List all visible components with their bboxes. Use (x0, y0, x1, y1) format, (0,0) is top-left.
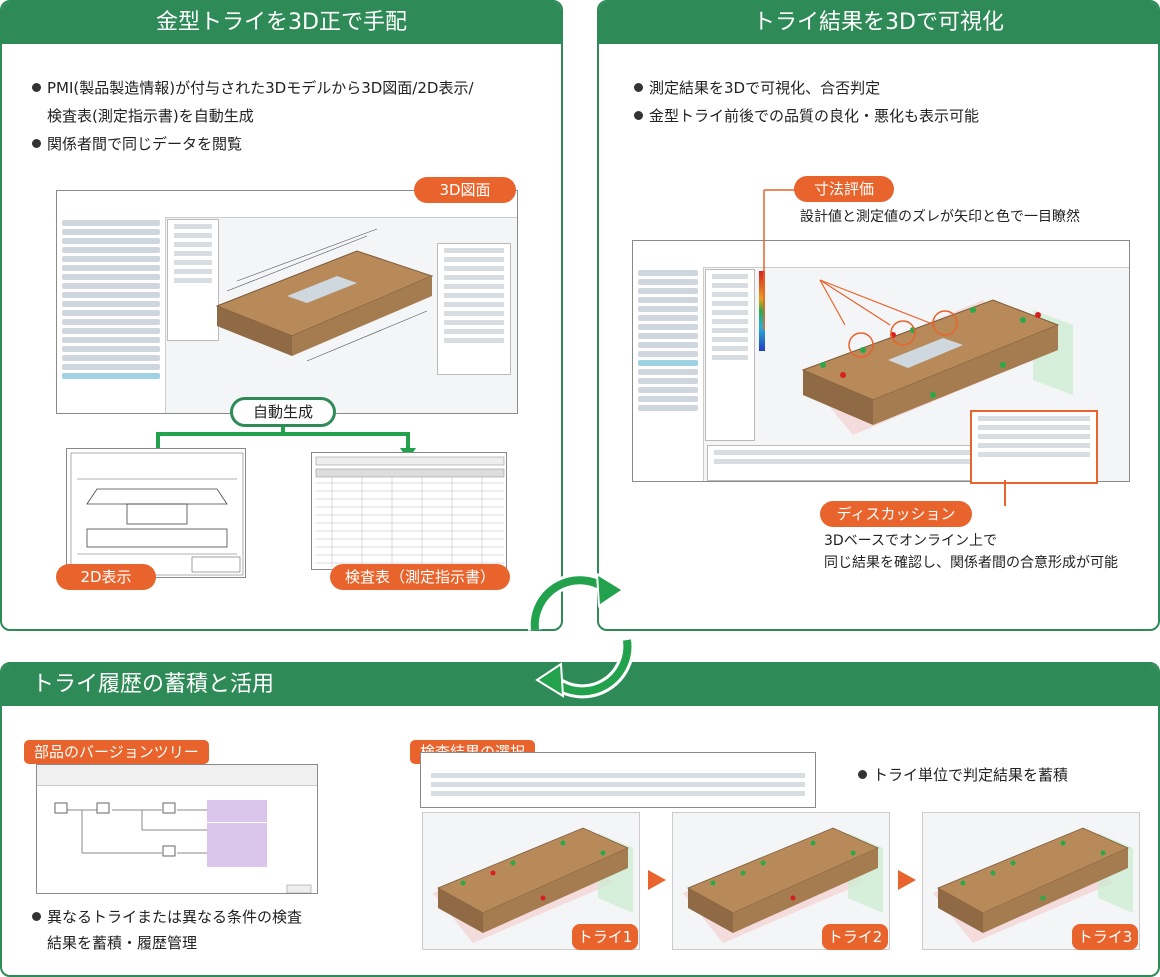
viewer-tree (633, 267, 704, 481)
bottom-right-bullet: トライ単位で判定結果を蓄積 (858, 763, 1068, 787)
viewer-ribbon (633, 241, 1129, 268)
drawing-2d (66, 448, 246, 578)
version-tree-header (37, 765, 317, 786)
inspection-sheet-grid (315, 456, 505, 567)
left-bullet-1b: 検査表(測定指示書)を自動生成 (47, 107, 254, 125)
bullet-dot-icon (32, 139, 41, 148)
try-1-model (433, 827, 633, 943)
tag-version-tree: 部品のバージョンツリー (24, 740, 209, 764)
part-model-measured (801, 299, 1073, 435)
tag-try-1: トライ1 (572, 924, 638, 950)
discussion-connector (1004, 480, 1006, 506)
tag-dimension-eval: 寸法評価 (794, 176, 894, 202)
bullet-dot-icon (858, 770, 867, 779)
result-select-window (420, 752, 816, 808)
color-scale-bar (759, 271, 765, 351)
viewer-3d-drawing (56, 190, 518, 414)
viewer-filter-panel (167, 219, 219, 341)
bottom-left-bullet-2: 結果を蓄積・履歴管理 (47, 934, 198, 952)
right-bullet-1: 測定結果を3Dで可視化、合否判定 (634, 76, 880, 100)
arrow-right-icon (898, 870, 916, 890)
try-3-model (933, 827, 1133, 943)
tag-discussion: ディスカッション (820, 501, 972, 527)
discussion-note-1: 3Dベースでオンライン上で (824, 533, 997, 549)
panel-bottom-title: トライ履歴の蓄積と活用 (2, 664, 1158, 706)
viewer-property-panel (437, 243, 511, 375)
arrow-right-icon (648, 870, 666, 890)
drawing-2d-lines (70, 452, 244, 576)
panel-left-title: 金型トライを3D正で手配 (2, 2, 561, 44)
panel-right-title: トライ結果を3Dで可視化 (599, 2, 1158, 44)
right-bullet-2: 金型トライ前後での品質の良化・悪化も表示可能 (634, 104, 979, 128)
bullet-dot-icon (32, 83, 41, 92)
tag-auto-generate: 自動生成 (230, 397, 336, 427)
tag-try-3: トライ3 (1072, 924, 1138, 950)
callout-lines (763, 189, 936, 330)
viewer-filter-panel (705, 269, 755, 441)
try-image-1 (422, 812, 640, 950)
tag-3d-drawing: 3D図面 (414, 177, 516, 203)
bottom-left-bullet-1: 異なるトライまたは異なる条件の検査 (32, 905, 302, 929)
bullet-dot-icon (634, 83, 643, 92)
tag-2d-view: 2D表示 (56, 564, 156, 590)
left-bullet-1: PMI(製品製造情報)が付与された3Dモデルから3D図面/2D表示/ (32, 76, 474, 100)
try-image-3 (922, 812, 1140, 950)
tag-try-2: トライ2 (822, 924, 888, 950)
try-image-2 (672, 812, 890, 950)
bullet-dot-icon (32, 912, 41, 921)
cycle-arrows-icon (527, 572, 635, 699)
bullet-dot-icon (634, 111, 643, 120)
viewer-tree (57, 217, 166, 413)
version-tree-graph (54, 800, 312, 893)
part-model-3d (215, 228, 434, 362)
dimension-note: 設計値と測定値のズレが矢印と色で一目瞭然 (800, 209, 1080, 225)
left-bullet-2: 関係者間で同じデータを閲覧 (32, 132, 242, 156)
try-2-model (683, 827, 883, 943)
inspection-sheet (311, 452, 507, 570)
discussion-panel (970, 410, 1098, 484)
version-tree-window (36, 764, 318, 894)
tag-inspection-sheet: 検査表（測定指示書） (330, 564, 510, 590)
discussion-note-2: 同じ結果を確認し、関係者間の合意形成が可能 (824, 555, 1118, 571)
